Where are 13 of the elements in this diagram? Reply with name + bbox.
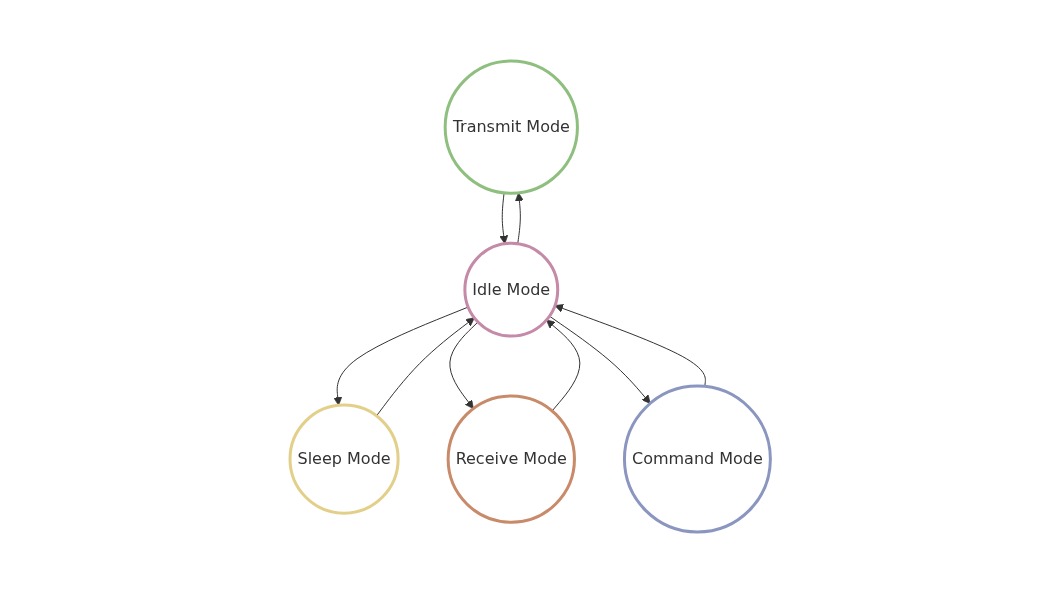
arrow (548, 315, 651, 404)
node-circle: Sleep Mode (288, 403, 400, 515)
node-circle: Receive Mode (446, 394, 576, 524)
arrow (499, 192, 508, 245)
arrow (333, 306, 469, 406)
arrow (514, 192, 524, 245)
arrow (545, 319, 581, 412)
node-circle: Idle Mode (463, 241, 559, 338)
arrow (449, 321, 479, 409)
arrow (375, 317, 475, 417)
arrow (554, 304, 706, 387)
node-circle: Command Mode (622, 384, 772, 534)
node-circle: Transmit Mode (443, 59, 579, 195)
